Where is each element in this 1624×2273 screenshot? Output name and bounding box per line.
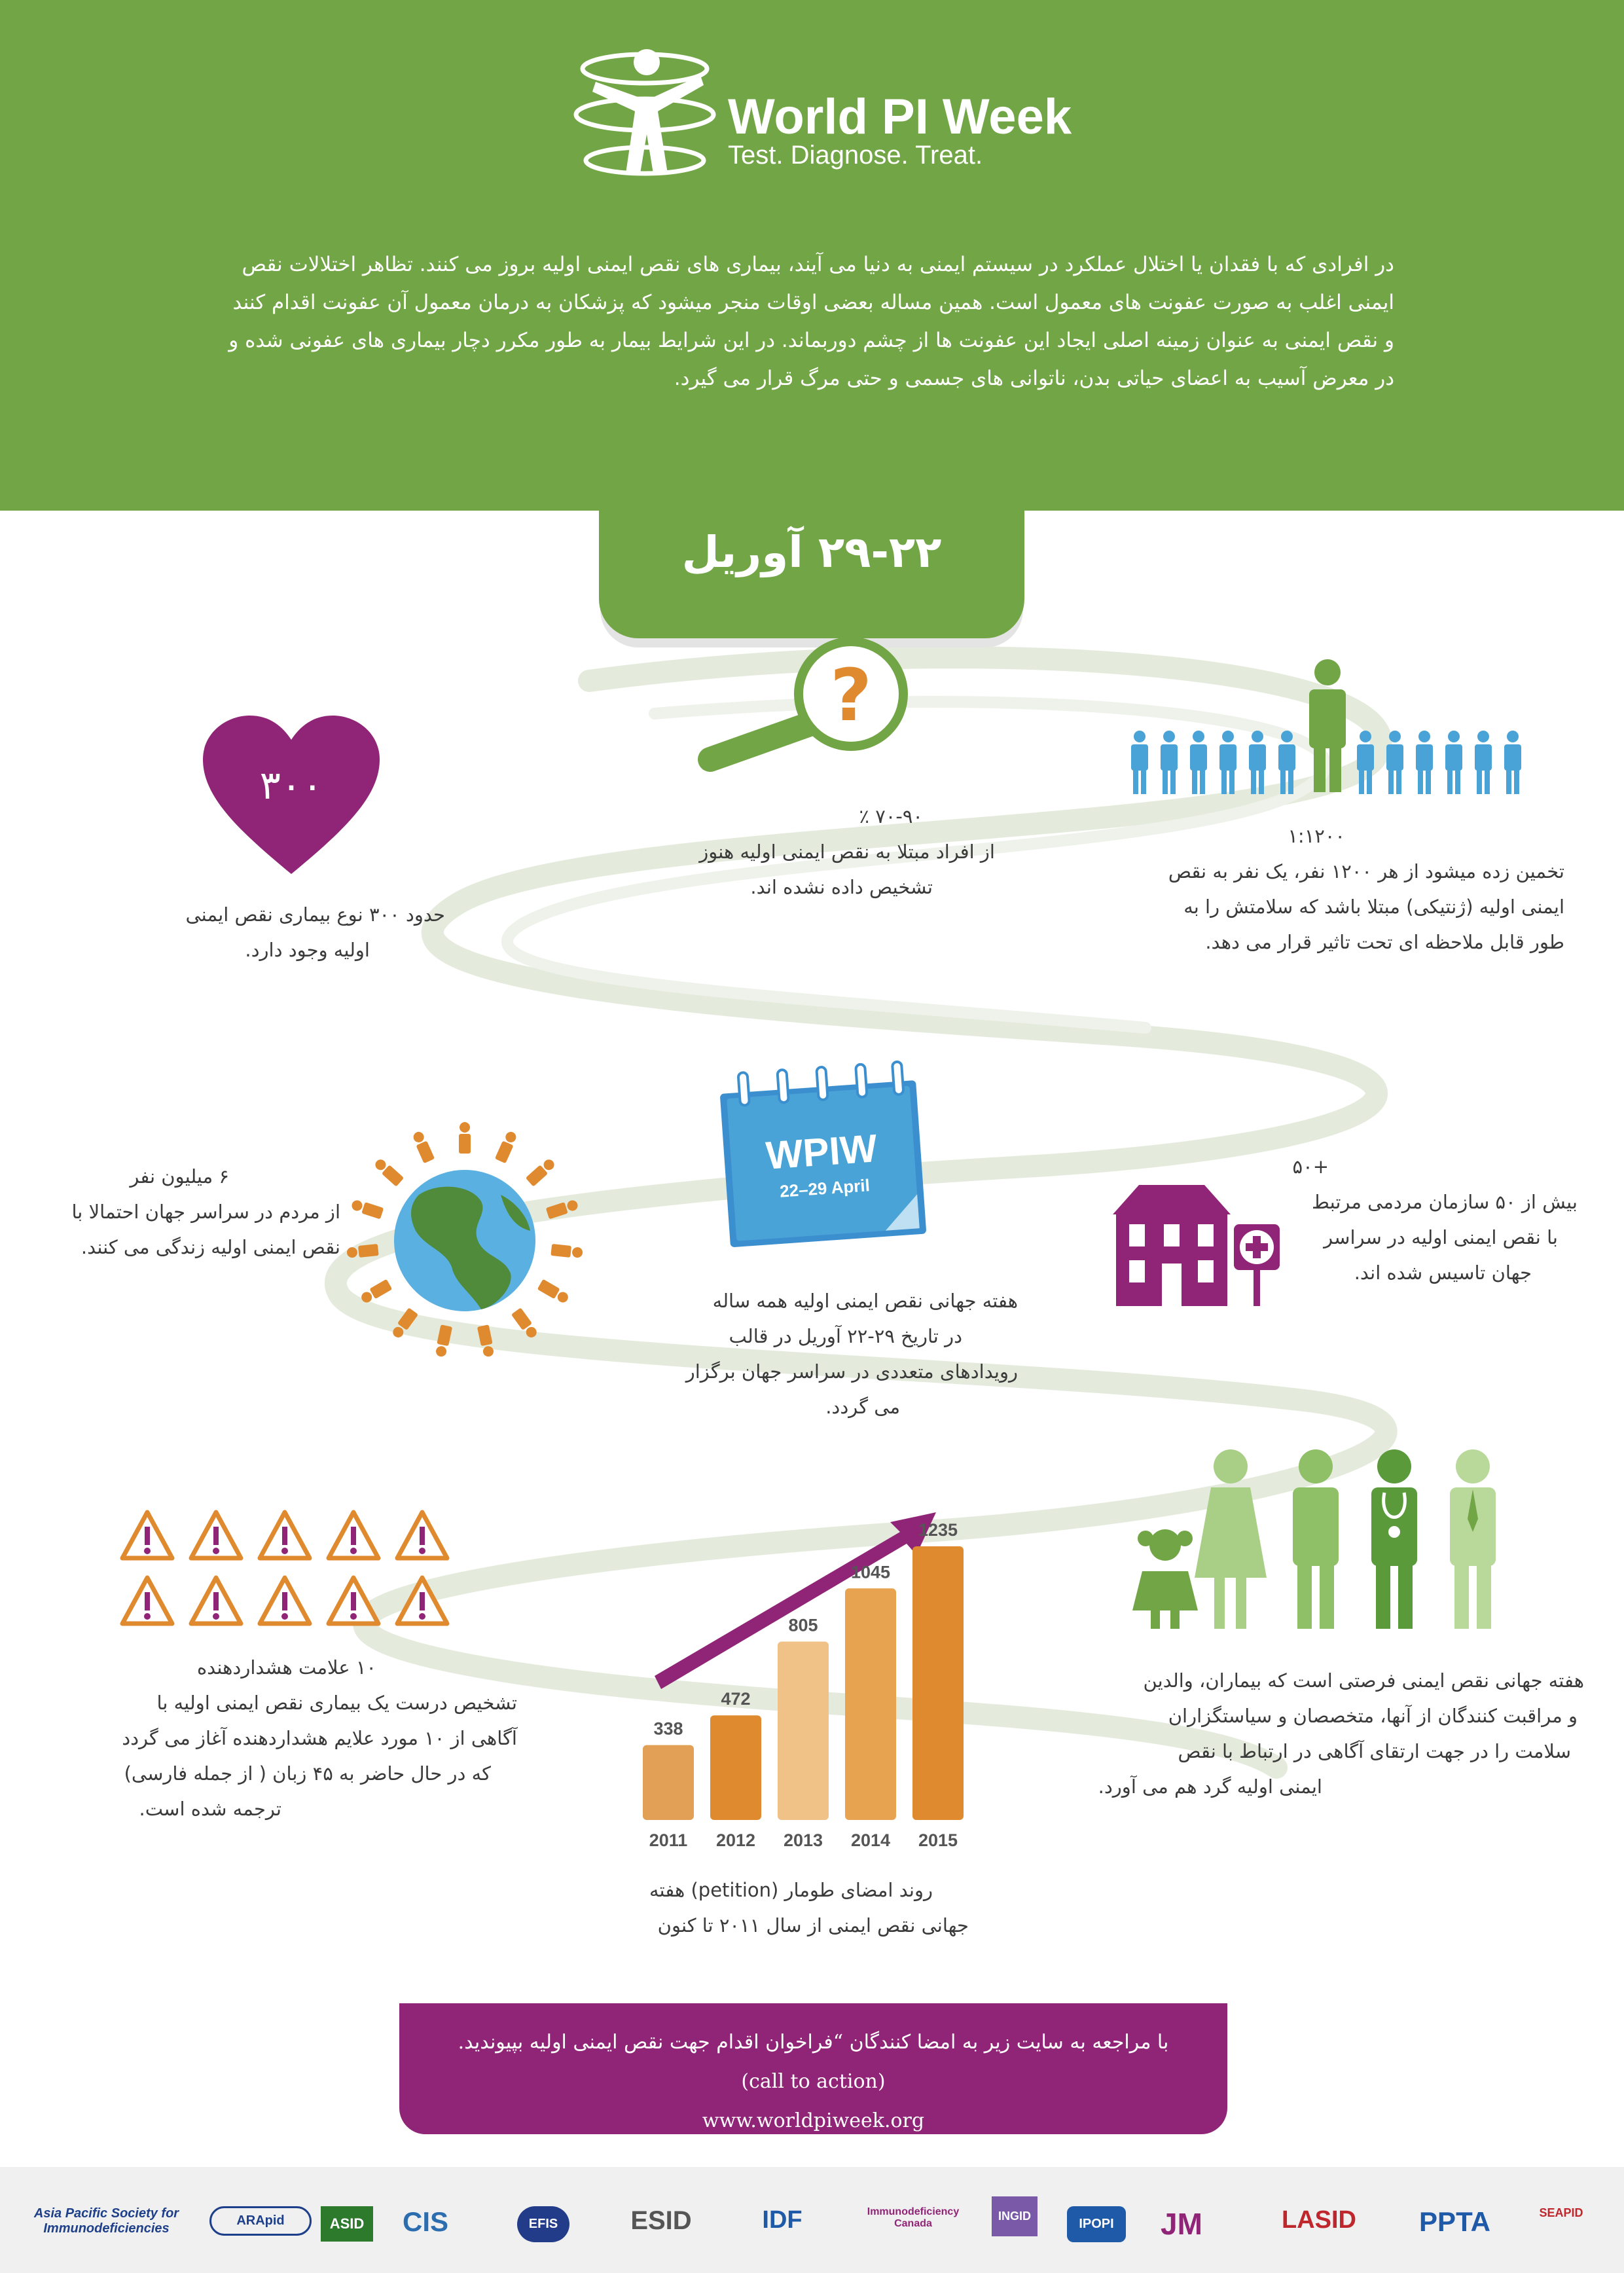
- heart-text: حدود ۳۰۰ نوع بیماری نقص ایمنی اولیه وجود…: [105, 897, 445, 968]
- footer-logo-ingid: INGID: [992, 2196, 1038, 2236]
- heart-text-line: حدود ۳۰۰ نوع بیماری نقص ایمنی: [185, 903, 445, 926]
- x-tick-label: 2012: [716, 1830, 755, 1850]
- family-line: ایمنی اولیه گرد هم می آورد.: [1098, 1775, 1322, 1798]
- world-line: نقص ایمنی اولیه زندگی می کنند.: [81, 1236, 340, 1258]
- call-to-action-line: با مراجعه به سایت زیر به امضا کنندگان “ف…: [458, 2031, 1169, 2054]
- bar-value-label: 338: [653, 1719, 683, 1739]
- call-to-action-box: با مراجعه به سایت زیر به امضا کنندگان “ف…: [399, 2003, 1227, 2134]
- calendar-line: می گردد.: [825, 1396, 900, 1418]
- family-line: و مراقبت کنندگان از آنها، متخصصان و سیاس…: [1168, 1705, 1578, 1727]
- x-tick-label: 2011: [649, 1830, 688, 1850]
- warning-signs-icon: [118, 1506, 465, 1637]
- bar-value-label: 1235: [918, 1520, 958, 1540]
- orgs-number: +۵۰: [1292, 1155, 1329, 1178]
- magnifier-question-icon: ?: [698, 638, 908, 772]
- bar-2013: [778, 1641, 829, 1820]
- logo-tagline: Test. Diagnose. Treat.: [728, 141, 983, 170]
- ratio-line: تخمین زده میشود از هر ۱۲۰۰ نفر، یک نفر ب…: [1168, 860, 1564, 882]
- bar-2015: [912, 1546, 964, 1820]
- date-tab: [599, 498, 1024, 638]
- calendar-line: در تاریخ ۲۹-۲۲ آوریل در قالب: [729, 1325, 962, 1347]
- date-banner: ۲۹-۲۲ آوریل: [681, 527, 942, 577]
- family-line: هفته جهانی نقص ایمنی فرصتی است که بیمارا…: [1143, 1669, 1584, 1692]
- footer-logo-ipopi: IPOPI: [1067, 2206, 1126, 2242]
- footer-logo-asid: ASID: [321, 2206, 373, 2242]
- intro-line: در افرادی که با فقدان یا اختلال عملکرد د…: [242, 253, 1394, 276]
- svg-text:?: ?: [830, 653, 872, 737]
- website-link[interactable]: www.worldpiweek.org: [702, 2109, 925, 2132]
- trend-arrow: [655, 1512, 936, 1689]
- header-banner: [0, 0, 1624, 511]
- ratio-line: طور قابل ملاحظه ای تحت تاثیر قرار می دهد…: [1205, 931, 1564, 953]
- bar-2014: [845, 1588, 896, 1820]
- footer-logo-seapid: SEAPID: [1539, 2206, 1583, 2219]
- heart-text-line: اولیه وجود دارد.: [245, 939, 370, 961]
- ratio-line: ایمنی اولیه (ژنتیکی) مبتلا باشد که سلامت…: [1183, 896, 1564, 918]
- warning-text: ۱۰ علامت هشداردهنده تشخیص درست یک بیماری…: [59, 1650, 517, 1827]
- bar-2012: [710, 1715, 761, 1820]
- intro-paragraph: در افرادی که با فقدان یا اختلال عملکرد د…: [177, 245, 1394, 397]
- intro-line: و نقص ایمنی به عنوان زمینه اصلی ایجاد ای…: [228, 329, 1394, 352]
- undiagnosed-line: از افراد مبتلا به نقص ایمنی اولیه هنوز: [699, 841, 995, 863]
- footer-logo-lasid: LASID: [1282, 2206, 1356, 2234]
- building-hospital-icon: [1113, 1185, 1280, 1306]
- undiagnosed-line: تشخیص داده نشده اند.: [750, 876, 933, 898]
- world-pi-week-logo-icon: [573, 49, 716, 176]
- world-number: ۶ میلیون نفر: [130, 1165, 229, 1188]
- warning-line: ترجمه شده است.: [139, 1798, 281, 1820]
- chart-caption-line: روند امضای طومار (petition) هفته: [649, 1879, 933, 1901]
- orgs-line: جهان تاسیس شده اند.: [1354, 1262, 1532, 1284]
- chart-caption: روند امضای طومار (petition) هفته جهانی ن…: [615, 1872, 969, 1943]
- bar-value-label: 805: [788, 1616, 818, 1635]
- people-ratio-icon: [1131, 659, 1521, 794]
- warning-line: تشخیص درست یک بیماری نقص ایمنی اولیه با: [156, 1692, 517, 1714]
- x-tick-label: 2015: [918, 1830, 958, 1850]
- intro-line: در معرض آسیب به اعضای حیاتی بدن، ناتوانی…: [674, 367, 1394, 390]
- undiagnosed-number: ۷۰-۹۰ ٪: [859, 805, 923, 827]
- calendar-icon: [720, 1061, 926, 1247]
- family-line: سلامت را در جهت ارتقای آگاهی در ارتباط ب…: [1178, 1740, 1571, 1762]
- calendar-line: هفته جهانی نقص ایمنی اولیه همه ساله: [712, 1290, 1018, 1312]
- orgs-line: بیش از ۵۰ سازمان مردمی مرتبط: [1312, 1191, 1578, 1213]
- bar-value-label: 1045: [851, 1562, 890, 1582]
- ratio-text: ۱:۱۲۰۰ تخمین زده میشود از هر ۱۲۰۰ نفر، ی…: [1106, 818, 1564, 960]
- footer-logo-apsid: Asia Pacific Society for Immunodeficienc…: [33, 2206, 179, 2236]
- heart-number: ۳۰۰: [259, 763, 323, 809]
- family-people-icon: [1132, 1449, 1496, 1629]
- footer-logo-arapid: ARApid: [209, 2206, 312, 2236]
- footer-logo-idf: IDF: [762, 2206, 803, 2234]
- logo-title: World PI Week: [728, 89, 1072, 145]
- orgs-line: با نقص ایمنی اولیه در سراسر: [1324, 1226, 1558, 1248]
- footer-logo-ppta: PPTA: [1419, 2206, 1490, 2237]
- ratio-number: ۱:۱۲۰۰: [1288, 825, 1345, 847]
- bar-2011: [643, 1745, 694, 1820]
- bar-value-label: 472: [721, 1689, 750, 1709]
- footer-logo-cis: CIS: [402, 2206, 448, 2237]
- warning-number: ۱۰ علامت هشداردهنده: [196, 1656, 376, 1679]
- family-text: هفته جهانی نقص ایمنی فرصتی است که بیمارا…: [1074, 1663, 1584, 1804]
- calendar-line: رویدادهای متعددی در سراسر جهان برگزار: [685, 1360, 1018, 1383]
- footer-logo-esid: ESID: [630, 2206, 692, 2235]
- chart-caption-line: جهانی نقص ایمنی از سال ۲۰۱۱ تا کنون: [657, 1914, 969, 1937]
- warning-line: که در حال حاضر به ۴۵ زبان ( از جمله فارس…: [124, 1762, 491, 1785]
- intro-line: ایمنی اغلب به صورت عفونت های معمول است. …: [232, 291, 1394, 314]
- footer-logo-canada: Immunodeficiency Canada: [867, 2206, 960, 2229]
- globe-people-icon: [347, 1122, 583, 1357]
- orgs-text: +۵۰ بیش از ۵۰ سازمان مردمی مرتبط با نقص …: [1276, 1149, 1578, 1290]
- footer-logos-bar: [0, 2167, 1624, 2273]
- petition-bar-chart: 338 2011 472 2012 805 2013 1045 2014 1235 2015: [643, 1512, 964, 1850]
- x-tick-label: 2013: [784, 1830, 823, 1850]
- undiagnosed-text: ۷۰-۹۰ ٪ از افراد مبتلا به نقص ایمنی اولی…: [655, 799, 995, 905]
- footer-logo-jm: JM: [1161, 2207, 1202, 2241]
- x-tick-label: 2014: [851, 1830, 890, 1850]
- world-text: ۶ میلیون نفر از مردم در سراسر جهان احتما…: [26, 1159, 340, 1265]
- call-to-action-label: (call to action): [741, 2070, 886, 2093]
- heart-icon: [203, 716, 380, 874]
- footer-logo-efis: EFIS: [517, 2206, 569, 2242]
- world-line: از مردم در سراسر جهان احتمالا با: [71, 1201, 340, 1223]
- warning-line: آگاهی از ۱۰ مورد علایم هشداردهنده آغاز م…: [122, 1727, 517, 1749]
- calendar-text: هفته جهانی نقص ایمنی اولیه همه ساله در ت…: [651, 1283, 1018, 1425]
